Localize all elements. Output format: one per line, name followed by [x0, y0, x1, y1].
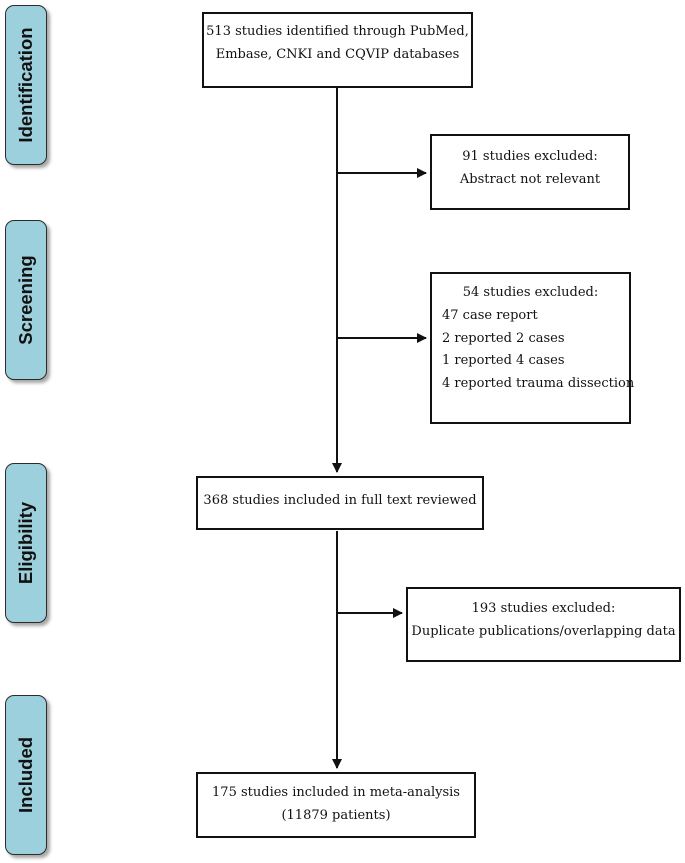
excluded-screening-item: 47 case report	[442, 307, 538, 323]
stage-tab-screening: Screening	[5, 220, 47, 380]
excluded-duplicates-line-2: Duplicate publications/overlapping data	[411, 623, 676, 639]
excluded-duplicates-line-1: 193 studies excluded:	[471, 601, 616, 616]
box-fulltext: 368 studies included in full text review…	[196, 476, 484, 530]
excluded-screening-item: 4 reported trauma dissection	[442, 376, 635, 391]
box-excluded-abstract: 91 studies excluded: Abstract not releva…	[430, 134, 630, 210]
included-line-2: (11879 patients)	[281, 807, 391, 823]
box-identified: 513 studies identified through PubMed, E…	[202, 12, 473, 88]
excluded-abstract-line-2: Abstract not relevant	[459, 171, 601, 187]
identified-line-1: 513 studies identified through PubMed,	[206, 24, 469, 39]
stage-tab-identification: Identification	[5, 5, 47, 165]
excluded-screening-item: 1 reported 4 cases	[442, 353, 565, 369]
included-line-1: 175 studies included in meta-analysis	[212, 785, 460, 800]
box-included: 175 studies included in meta-analysis (1…	[196, 772, 476, 838]
excluded-screening-item: 2 reported 2 cases	[442, 330, 565, 346]
excluded-abstract-line-1: 91 studies excluded:	[462, 149, 598, 164]
stage-tab-included: Included	[5, 695, 47, 855]
excluded-screening-title: 54 studies excluded:	[462, 285, 599, 300]
identified-line-2: Embase, CNKI and CQVIP databases	[215, 46, 460, 62]
box-excluded-screening: 54 studies excluded: 47 case report 2 re…	[430, 272, 635, 424]
stage-tab-eligibility: Eligibility	[5, 463, 47, 623]
box-excluded-duplicates: 193 studies excluded: Duplicate publicat…	[406, 587, 681, 662]
fulltext-line-1: 368 studies included in full text review…	[203, 493, 477, 508]
